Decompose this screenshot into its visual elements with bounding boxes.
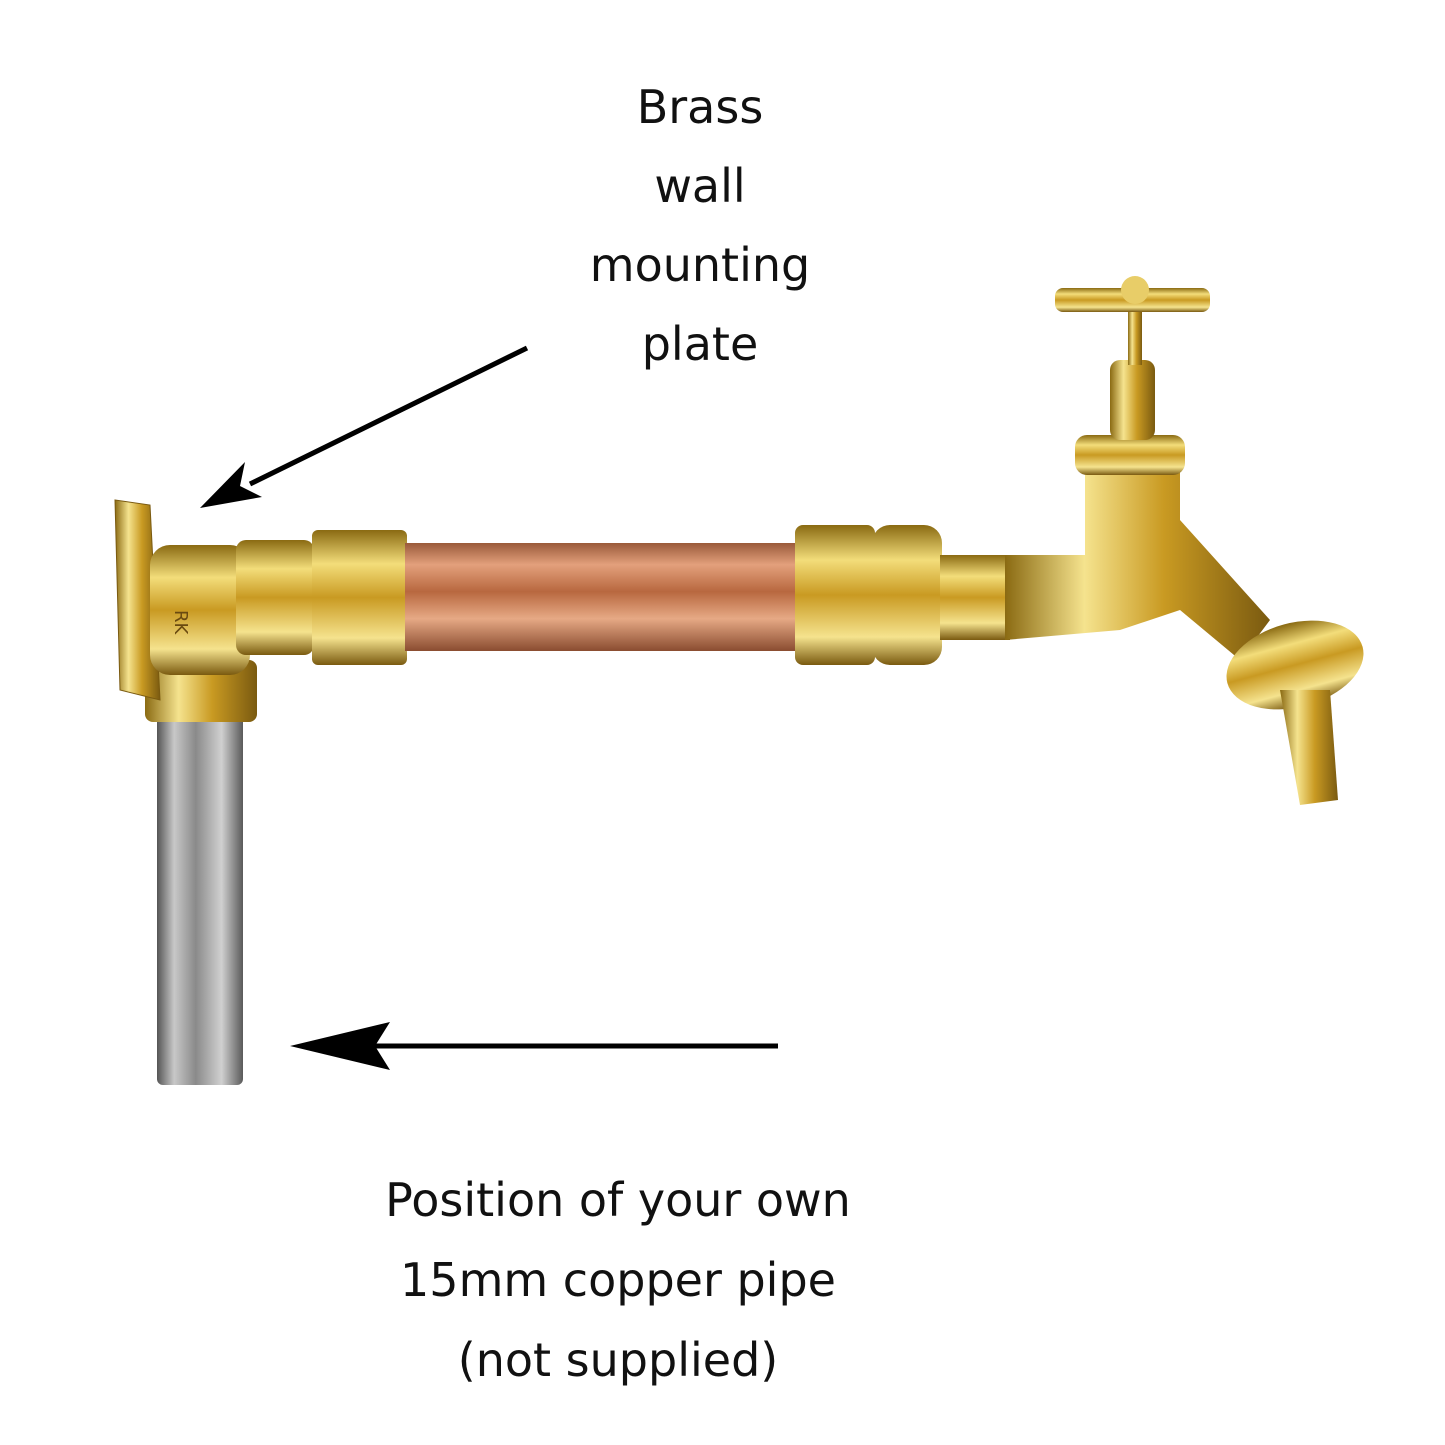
annotation-line: mounting xyxy=(589,238,811,292)
pipe-annotation: Position of your own 15mm copper pipe (n… xyxy=(268,1160,968,1400)
annotation-line: plate xyxy=(641,317,759,371)
tap-inlet xyxy=(940,555,1010,640)
brass-coupling xyxy=(795,525,875,665)
handle-cap xyxy=(1121,276,1149,304)
annotation-line: 15mm copper pipe xyxy=(400,1253,836,1307)
hose-connector-nut xyxy=(1226,620,1364,710)
wall-mounting-plate xyxy=(114,499,161,701)
wall-plate-annotation: Brass wall mounting plate xyxy=(500,68,900,384)
tap-spindle xyxy=(1110,360,1155,440)
lower-compression-nut xyxy=(145,660,257,722)
steel-pipe xyxy=(157,700,243,1085)
tap-bonnet xyxy=(1075,435,1185,475)
annotation-line: Brass xyxy=(636,80,764,134)
hex-nut xyxy=(312,530,407,665)
elbow-fitting xyxy=(150,545,250,675)
hose-barb xyxy=(1280,690,1338,805)
arrow-to-pipe xyxy=(290,1022,778,1070)
annotation-line: (not supplied) xyxy=(457,1333,779,1387)
coupling-nut xyxy=(872,525,942,665)
copper-pipe xyxy=(405,543,800,651)
annotation-line: wall xyxy=(654,159,746,213)
tap-body xyxy=(1005,450,1270,660)
fitting-logo: RK xyxy=(170,610,191,636)
compression-nut xyxy=(236,540,314,655)
arrow-to-wall-plate xyxy=(200,345,529,508)
annotation-line: Position of your own xyxy=(385,1173,851,1227)
